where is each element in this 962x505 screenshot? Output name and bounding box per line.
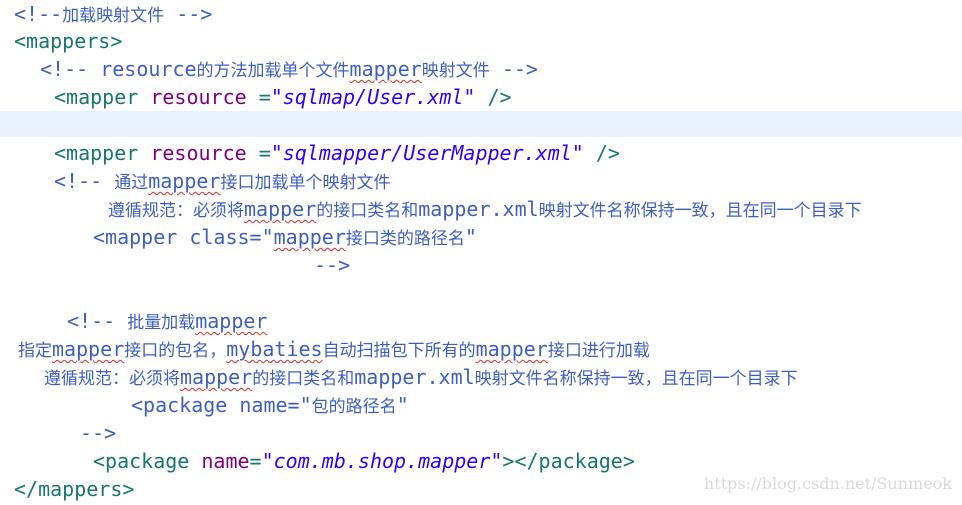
code-token: "sqlmapper/UserMapper.xml" bbox=[270, 141, 584, 165]
code-line: <package name="包的路径名" bbox=[131, 391, 409, 419]
code-line: --> bbox=[314, 251, 350, 279]
code-token: ></package> bbox=[502, 449, 635, 473]
code-token: <!-- bbox=[14, 2, 63, 26]
code-token: 接口的包名， bbox=[124, 341, 227, 361]
code-token: mapper bbox=[52, 337, 125, 361]
code-token: = bbox=[246, 141, 271, 165]
code-token: <mapper bbox=[54, 141, 151, 165]
code-token: = bbox=[249, 449, 262, 473]
code-token: resource bbox=[150, 141, 247, 165]
code-token: mapper.xml bbox=[354, 365, 475, 389]
code-token: <package bbox=[93, 449, 202, 473]
code-line: 遵循规范：必须将mapper的接口类名和mapper.xml映射文件名称保持一致… bbox=[44, 363, 798, 391]
code-token: 映射文件 bbox=[421, 61, 490, 81]
code-token: "sqlmap/User.xml" bbox=[270, 85, 476, 109]
code-line: </mappers> bbox=[14, 475, 134, 503]
code-line: 指定mapper接口的包名，mybaties自动扫描包下所有的mapper接口进… bbox=[18, 335, 650, 363]
code-token: 映射文件名称保持一致，且在同一个目录下 bbox=[538, 201, 862, 221]
code-token: 遵循规范：必须将 bbox=[44, 369, 180, 389]
code-line: <package name="com.mb.shop.mapper"></pac… bbox=[93, 447, 635, 475]
code-token: 批量加载 bbox=[127, 313, 196, 333]
code-token: mapper bbox=[244, 197, 317, 221]
code-token: 接口加载单个映射文件 bbox=[220, 173, 391, 193]
code-token: </mappers> bbox=[14, 477, 135, 501]
code-line: --> bbox=[80, 419, 116, 447]
code-token: 自动扫描包下所有的 bbox=[322, 341, 476, 361]
code-token: 的接口类名和 bbox=[252, 369, 355, 389]
code-token: 通过 bbox=[114, 173, 149, 193]
code-token: 遵循规范：必须将 bbox=[108, 201, 244, 221]
code-line: <mapper resource ="sqlmapper/UserMapper.… bbox=[54, 139, 620, 167]
code-token: --> bbox=[164, 2, 213, 26]
code-token: <mapper bbox=[54, 85, 151, 109]
code-token: 映射文件名称保持一致，且在同一个目录下 bbox=[474, 369, 798, 389]
code-token: 的方法加载单个文件 bbox=[196, 61, 350, 81]
code-line: <!--加载映射文件 --> bbox=[14, 0, 212, 28]
code-line: 遵循规范：必须将mapper的接口类名和mapper.xml映射文件名称保持一致… bbox=[108, 195, 862, 223]
code-token: resource bbox=[150, 85, 247, 109]
code-token: mapper bbox=[180, 365, 253, 389]
code-token: --> bbox=[489, 57, 538, 81]
code-token: <!-- bbox=[54, 169, 115, 193]
code-token: --> bbox=[80, 421, 117, 445]
code-token: <!-- resource bbox=[40, 57, 197, 81]
code-token: mapper bbox=[349, 57, 422, 81]
code-token: mybaties bbox=[226, 337, 323, 361]
code-token: mapper bbox=[475, 337, 548, 361]
code-token: mapper bbox=[273, 225, 346, 249]
code-token: 包的路径名 bbox=[311, 397, 397, 417]
code-line: <!-- resource的方法加载单个文件mapper映射文件 --> bbox=[40, 55, 538, 83]
code-token: <package name=" bbox=[131, 393, 312, 417]
code-token: " bbox=[464, 225, 477, 249]
code-token: mapper bbox=[195, 309, 268, 333]
code-token: 指定 bbox=[18, 341, 52, 361]
code-token: <!-- bbox=[67, 309, 128, 333]
code-token: name bbox=[201, 449, 250, 473]
code-token: 的接口类名和 bbox=[316, 201, 419, 221]
code-token: 接口进行加载 bbox=[547, 341, 650, 361]
code-token: " bbox=[396, 393, 409, 417]
watermark-url: https://blog.csdn.net/Sunmeok bbox=[703, 474, 952, 493]
code-line: <!-- 通过mapper接口加载单个映射文件 bbox=[54, 167, 390, 195]
current-line-highlight bbox=[0, 111, 962, 137]
code-token: /> bbox=[475, 85, 512, 109]
code-token: 加载映射文件 bbox=[62, 6, 165, 26]
code-line: <mappers> bbox=[14, 27, 122, 55]
code-token: mapper.xml bbox=[418, 197, 539, 221]
code-token: <mapper class=" bbox=[93, 225, 274, 249]
code-token: 接口类的路径名 bbox=[345, 229, 465, 249]
code-line: <mapper class="mapper接口类的路径名" bbox=[93, 223, 477, 251]
code-token: <mappers> bbox=[14, 29, 123, 53]
code-token: --> bbox=[314, 253, 351, 277]
code-token: = bbox=[246, 85, 271, 109]
code-token: /> bbox=[583, 141, 620, 165]
code-token: "com.mb.shop.mapper" bbox=[261, 449, 503, 473]
code-line: <!-- 批量加载mapper bbox=[67, 307, 267, 335]
code-token: mapper bbox=[148, 169, 221, 193]
code-line: <mapper resource ="sqlmap/User.xml" /> bbox=[54, 83, 512, 111]
